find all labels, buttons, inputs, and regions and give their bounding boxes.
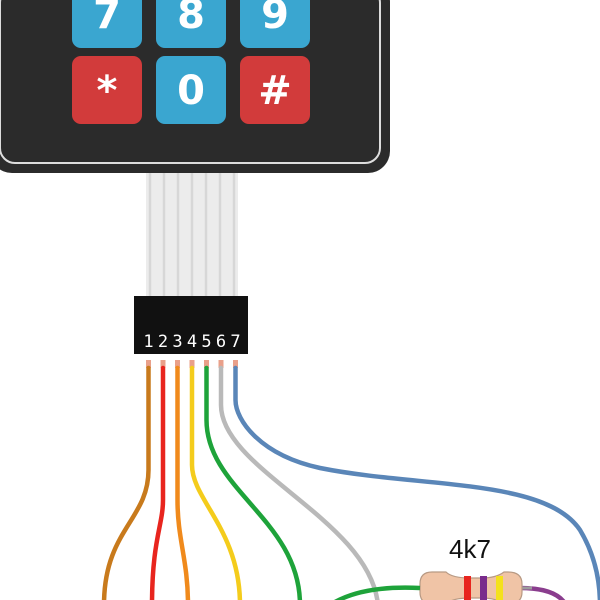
key-7[interactable]: 7	[72, 0, 142, 48]
key-label: *	[97, 68, 118, 114]
key-cap	[72, 56, 142, 124]
key-cap	[156, 56, 226, 124]
pin-tip-2	[160, 360, 166, 368]
pin-label-2: 2	[158, 332, 168, 352]
pin-tip-7	[233, 360, 238, 368]
wire-pin-3	[175, 365, 191, 600]
key-cap	[72, 0, 142, 48]
key-hash[interactable]: #	[240, 56, 310, 124]
resistor-band-1	[464, 576, 471, 600]
wire-pin-2	[149, 365, 166, 600]
wire-pin-6	[218, 365, 380, 600]
wire-pin-4	[189, 365, 243, 600]
wires	[101, 365, 600, 600]
pin-tip-1	[146, 360, 151, 368]
pin-tip-4	[189, 360, 195, 368]
pin-label-1: 1	[143, 332, 153, 352]
wire-pin-5	[204, 365, 302, 600]
wire-pin-1	[101, 365, 151, 600]
pin-tip-3	[175, 360, 180, 368]
purple-wire	[519, 585, 566, 600]
resistor-band-3	[496, 576, 503, 600]
pin-label-7: 7	[230, 332, 240, 352]
ribbon-cable	[146, 173, 238, 297]
pin-label-5: 5	[201, 332, 211, 352]
wire-pin-7	[233, 365, 600, 600]
key-cap	[156, 0, 226, 48]
key-label: #	[258, 68, 292, 114]
key-star[interactable]: *	[72, 56, 142, 124]
pin-label-4: 4	[187, 332, 197, 352]
key-8[interactable]: 8	[156, 0, 226, 48]
pin-label-3: 3	[172, 332, 182, 352]
key-9[interactable]: 9	[240, 0, 310, 48]
pin-tip-6	[218, 360, 224, 368]
key-cap	[240, 0, 310, 48]
pin-label-6: 6	[216, 332, 226, 352]
pin-tip-5	[204, 360, 209, 368]
key-cap	[240, 56, 310, 124]
key-label: 7	[93, 0, 121, 38]
keypad-border	[0, 0, 381, 164]
key-label: 9	[261, 0, 289, 38]
green-wire-to-resistor	[334, 585, 421, 600]
keypad: 7 8 9 * 0 #	[0, 0, 390, 173]
resistor: 4k7	[400, 534, 566, 600]
resistor-bands	[464, 576, 503, 600]
connector-housing	[134, 296, 248, 354]
resistor-label: 4k7	[449, 534, 491, 564]
key-label: 0	[177, 68, 205, 114]
keys-group: 7 8 9 * 0 #	[72, 0, 310, 124]
pin-tips	[146, 360, 238, 368]
key-label: 8	[177, 0, 205, 38]
key-0[interactable]: 0	[156, 56, 226, 124]
resistor-band-2	[480, 576, 487, 600]
